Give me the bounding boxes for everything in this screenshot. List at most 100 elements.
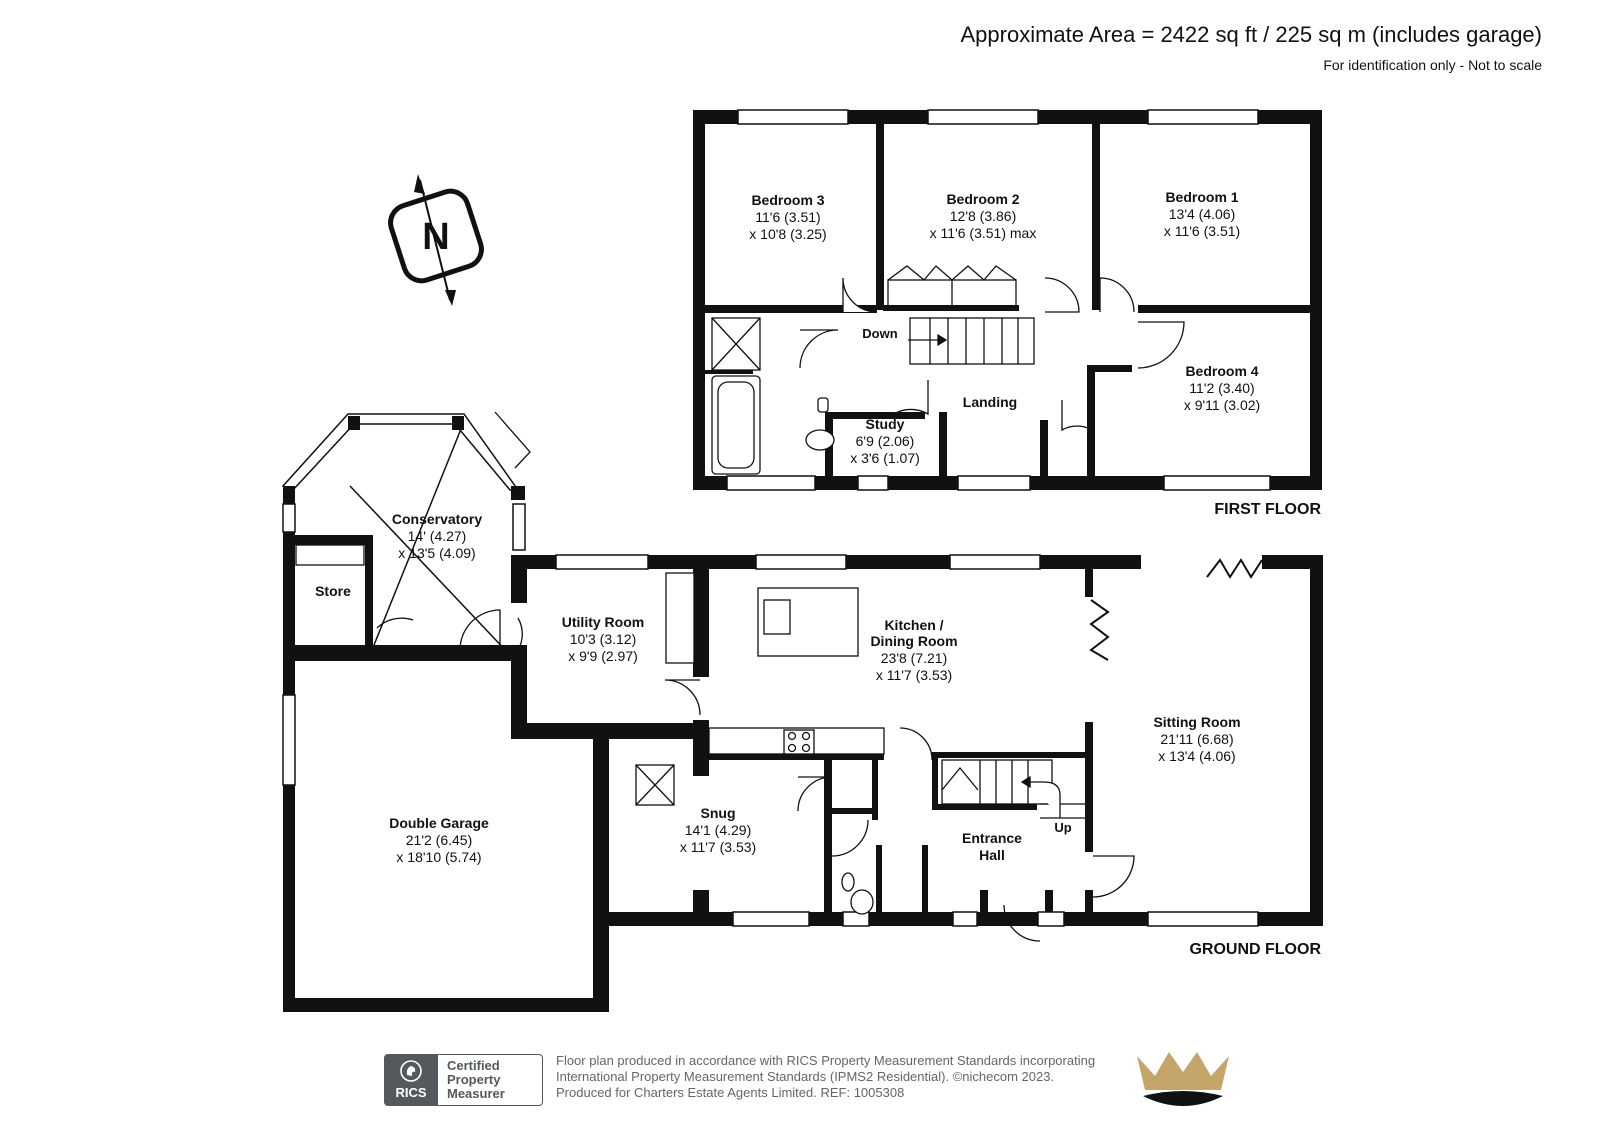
footer-line2: International Property Measurement Stand… [556, 1069, 1055, 1084]
wall-sitting-stub [1085, 569, 1093, 597]
wall-bed2-bed1 [1092, 124, 1100, 310]
wc-toilet [850, 889, 874, 915]
wall-sitting-west-low [1085, 890, 1093, 920]
wall-study-east [939, 412, 947, 478]
wall-cloak-west [876, 845, 882, 912]
window-garage-west [282, 694, 296, 786]
wall-wc-west [824, 760, 832, 912]
wall-ensuite-divider [705, 370, 753, 374]
wall-study-north [825, 412, 925, 419]
svg-text:14' (4.27): 14' (4.27) [408, 528, 467, 544]
svg-text:Double Garage: Double Garage [389, 815, 489, 831]
first-floor-wall-west [693, 110, 705, 490]
wall-cloak-east [922, 845, 928, 912]
svg-text:x 9'9 (2.97): x 9'9 (2.97) [568, 648, 638, 664]
rics-line3: Measurer [447, 1086, 505, 1101]
door-bed2 [1044, 277, 1080, 313]
rics-certified-text: Certified Property Measurer [438, 1054, 543, 1106]
room-label-study: Study 6'9 (2.06) x 3'6 (1.07) [850, 416, 920, 466]
door-garage-conservatory [459, 609, 501, 651]
wall-bed1-south [1138, 305, 1310, 313]
wall-utility-kitchen [693, 569, 709, 677]
wall-bed3-bed2 [876, 124, 884, 310]
svg-text:x 13'4 (4.06): x 13'4 (4.06) [1158, 748, 1235, 764]
kitchen-sink [763, 599, 791, 635]
wall-stairs-north [932, 752, 1085, 758]
hob-ring [801, 731, 811, 741]
ground-floor-label: GROUND FLOOR [1189, 941, 1321, 958]
door-front [1003, 904, 1041, 942]
svg-text:Dining Room: Dining Room [870, 633, 957, 649]
svg-text:x 11'6 (3.51): x 11'6 (3.51) [1164, 223, 1240, 239]
approximate-area-title: Approximate Area = 2422 sq ft / 225 sq m… [960, 22, 1543, 47]
door-snug [797, 776, 833, 812]
wall-snug-stub [693, 890, 709, 920]
bifold-door-icon [1206, 558, 1263, 579]
conservatory-post [452, 416, 464, 430]
stairs-down-label: Down [862, 326, 897, 341]
store-wall-east [365, 535, 373, 650]
svg-text:x 11'7 (3.53): x 11'7 (3.53) [680, 839, 756, 855]
room-label-garage: Double Garage 21'2 (6.45) x 18'10 (5.74) [389, 815, 489, 865]
footer-line3: Produced for Charters Estate Agents Limi… [556, 1085, 905, 1100]
window-kitchen-1 [755, 554, 847, 570]
bathtub [717, 381, 755, 469]
conservatory-wall-east [511, 555, 527, 603]
window-sitting [1147, 911, 1259, 927]
utility-wall-west [511, 645, 527, 739]
first-floor-wall-east [1310, 110, 1322, 490]
wall-snug-north [609, 723, 699, 739]
hob-ring [787, 743, 797, 753]
garage-door-post [437, 998, 451, 1012]
rics-line1: Certified [447, 1058, 500, 1073]
window-hall-2 [1037, 911, 1065, 927]
wall-landing-east [1087, 365, 1095, 478]
stairs-up-label: Up [1054, 820, 1071, 835]
svg-text:x 3'6 (1.07): x 3'6 (1.07) [850, 450, 920, 466]
svg-text:Conservatory: Conservatory [392, 511, 482, 527]
wall-hall-stub [980, 890, 988, 920]
svg-text:x 9'11 (3.02): x 9'11 (3.02) [1184, 397, 1260, 413]
svg-text:Snug: Snug [701, 805, 736, 821]
door-utility [517, 617, 523, 651]
room-label-bedroom1: Bedroom 1 13'4 (4.06) x 11'6 (3.51) [1164, 189, 1240, 239]
bifold-door-icon [1089, 599, 1110, 661]
wall-hall-stub-2 [1045, 890, 1053, 920]
wall-kitchen-south [709, 752, 884, 760]
window-snug [732, 911, 810, 927]
store-shelf [295, 544, 365, 566]
rics-brand-text: RICS [395, 1085, 427, 1100]
svg-text:Study: Study [866, 416, 905, 432]
door-bed4 [1137, 321, 1185, 369]
staircase-ground-floor [941, 759, 1085, 819]
first-floor-label: FIRST FLOOR [1214, 501, 1321, 518]
conservatory-diagonal [349, 485, 511, 656]
window-landing [957, 475, 1031, 491]
staircase-first-floor [908, 317, 1035, 365]
conservatory-glazing [281, 413, 520, 491]
svg-text:23'8 (7.21): 23'8 (7.21) [881, 650, 948, 666]
svg-text:11'6 (3.51): 11'6 (3.51) [755, 209, 820, 225]
wall-bed2-south [883, 305, 1019, 311]
svg-text:x 11'7 (3.53): x 11'7 (3.53) [876, 667, 952, 683]
door-kitchen-utility [664, 679, 701, 716]
svg-text:x 11'6 (3.51) max: x 11'6 (3.51) max [930, 225, 1037, 241]
window-bathroom [726, 475, 816, 491]
wall-landing-cupboard [1040, 420, 1048, 478]
svg-text:x 18'10 (5.74): x 18'10 (5.74) [396, 849, 481, 865]
svg-text:6'9 (2.06): 6'9 (2.06) [856, 433, 915, 449]
wall-bed4-cupboard [1087, 365, 1132, 372]
store-wall-north [295, 535, 373, 545]
svg-text:11'2 (3.40): 11'2 (3.40) [1189, 380, 1254, 396]
window-study [857, 475, 889, 491]
wardrobe-doors-icon [887, 265, 1017, 307]
door-wc [831, 819, 869, 857]
door-bathroom [799, 329, 839, 369]
footer-credits: Floor plan produced in accordance with R… [556, 1053, 1095, 1101]
svg-text:Entrance: Entrance [962, 830, 1022, 846]
wall-wc-north [832, 808, 876, 814]
room-label-kitchen: Kitchen / Dining Room 23'8 (7.21) x 11'7… [870, 617, 957, 683]
door-sitting [1092, 855, 1135, 898]
hob-ring [787, 731, 797, 741]
